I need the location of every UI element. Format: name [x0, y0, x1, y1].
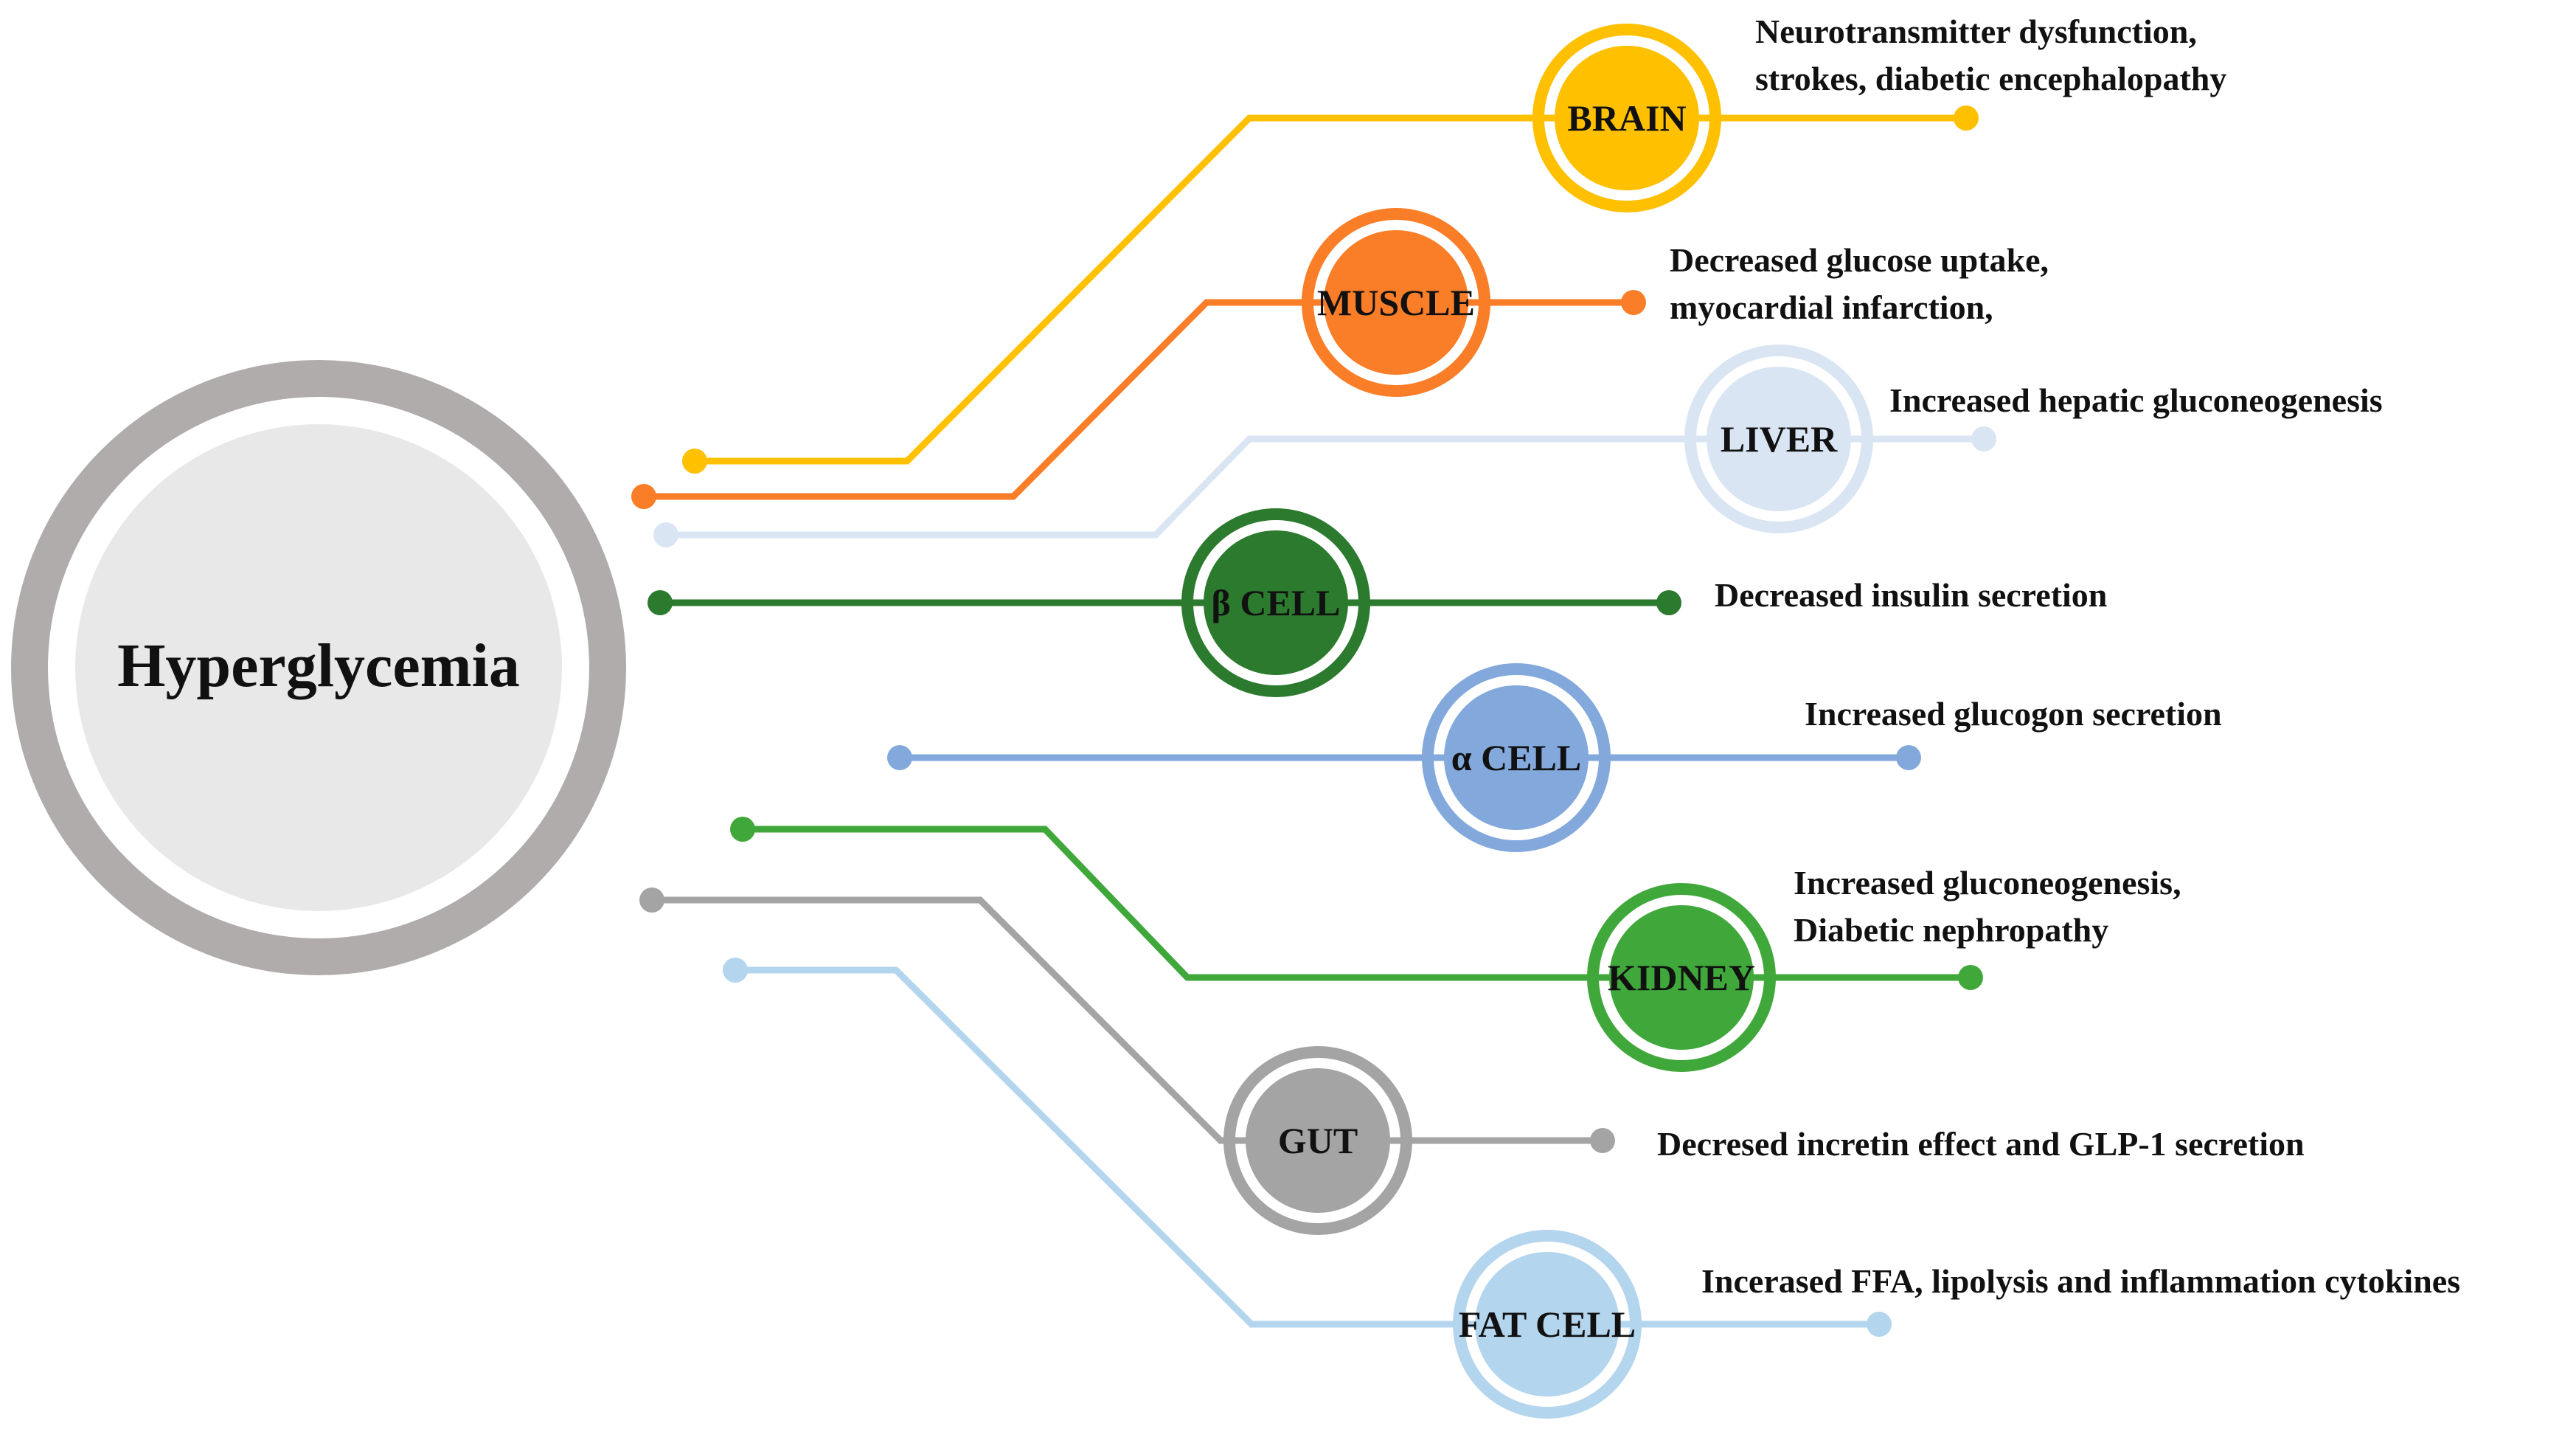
- organ-nodes: BRAIN Neurotransmitter dysfunction, stroke…: [1181, 13, 2460, 1419]
- kidney-description: Increased gluconeogenesis,: [1794, 864, 2181, 902]
- node-beta-cell: β CELL: [1181, 508, 1370, 697]
- muscle-start-dot: [631, 484, 656, 509]
- muscle-end-dot: [1621, 290, 1646, 315]
- muscle-description: myocardial infarction,: [1670, 288, 1993, 326]
- alpha-cell-end-dot: [1896, 745, 1921, 770]
- alpha-cell-label: α CELL: [1451, 737, 1582, 778]
- beta-cell-label: β CELL: [1212, 582, 1341, 623]
- alpha-cell-start-dot: [887, 745, 912, 770]
- brain-description: strokes, diabetic encephalopathy: [1755, 60, 2226, 97]
- node-kidney: KIDNEY: [1587, 883, 1776, 1072]
- node-brain: BRAIN: [1532, 24, 1721, 212]
- gut-label: GUT: [1278, 1120, 1358, 1161]
- fat-cell-end-dot: [1867, 1312, 1892, 1337]
- liver-connector-line: [666, 435, 1984, 539]
- liver-description: Increased hepatic gluconeogenesis: [1889, 381, 2383, 419]
- kidney-end-dot: [1958, 965, 1983, 990]
- brain-label: BRAIN: [1567, 97, 1686, 139]
- liver-start-dot: [653, 522, 678, 547]
- center-node: Hyperglycemia: [11, 360, 626, 975]
- fat-cell-label: FAT CELL: [1459, 1304, 1636, 1345]
- brain-end-dot: [1954, 105, 1979, 131]
- muscle-description: Decreased glucose uptake,: [1670, 241, 2049, 279]
- node-fat-cell: FAT CELL: [1453, 1230, 1642, 1419]
- center-inner-disc: [75, 424, 562, 911]
- beta-cell-description: Decreased insulin secretion: [1715, 576, 2107, 614]
- node-alpha-cell: α CELL: [1422, 663, 1611, 852]
- liver-label: LIVER: [1721, 418, 1838, 460]
- center-label: Hyperglycemia: [117, 631, 520, 700]
- gut-end-dot: [1590, 1128, 1615, 1153]
- brain-start-dot: [682, 449, 707, 474]
- center-outer-ring: [11, 360, 626, 975]
- fat-cell-start-dot: [723, 958, 748, 983]
- muscle-label: MUSCLE: [1317, 282, 1475, 323]
- fat-cell-description: Incerased FFA, lipolysis and inflammatio…: [1701, 1262, 2460, 1300]
- alpha-cell-description: Increased glucogon secretion: [1805, 695, 2222, 733]
- beta-cell-start-dot: [648, 590, 673, 615]
- gut-description: Decresed incretin effect and GLP-1 secre…: [1657, 1125, 2305, 1163]
- node-liver: LIVER: [1684, 345, 1873, 533]
- brain-description: Neurotransmitter dysfunction,: [1755, 13, 2197, 50]
- liver-end-dot: [1971, 426, 1996, 451]
- gut-connector-line: [652, 896, 1603, 1144]
- kidney-label: KIDNEY: [1608, 957, 1755, 998]
- gut-start-dot: [639, 887, 664, 913]
- node-muscle: MUSCLE: [1302, 208, 1490, 397]
- node-gut: GUT: [1223, 1046, 1412, 1235]
- beta-cell-end-dot: [1656, 590, 1681, 615]
- kidney-start-dot: [730, 817, 755, 842]
- kidney-description: Diabetic nephropathy: [1794, 911, 2108, 949]
- kidney-connector-line: [743, 826, 1971, 981]
